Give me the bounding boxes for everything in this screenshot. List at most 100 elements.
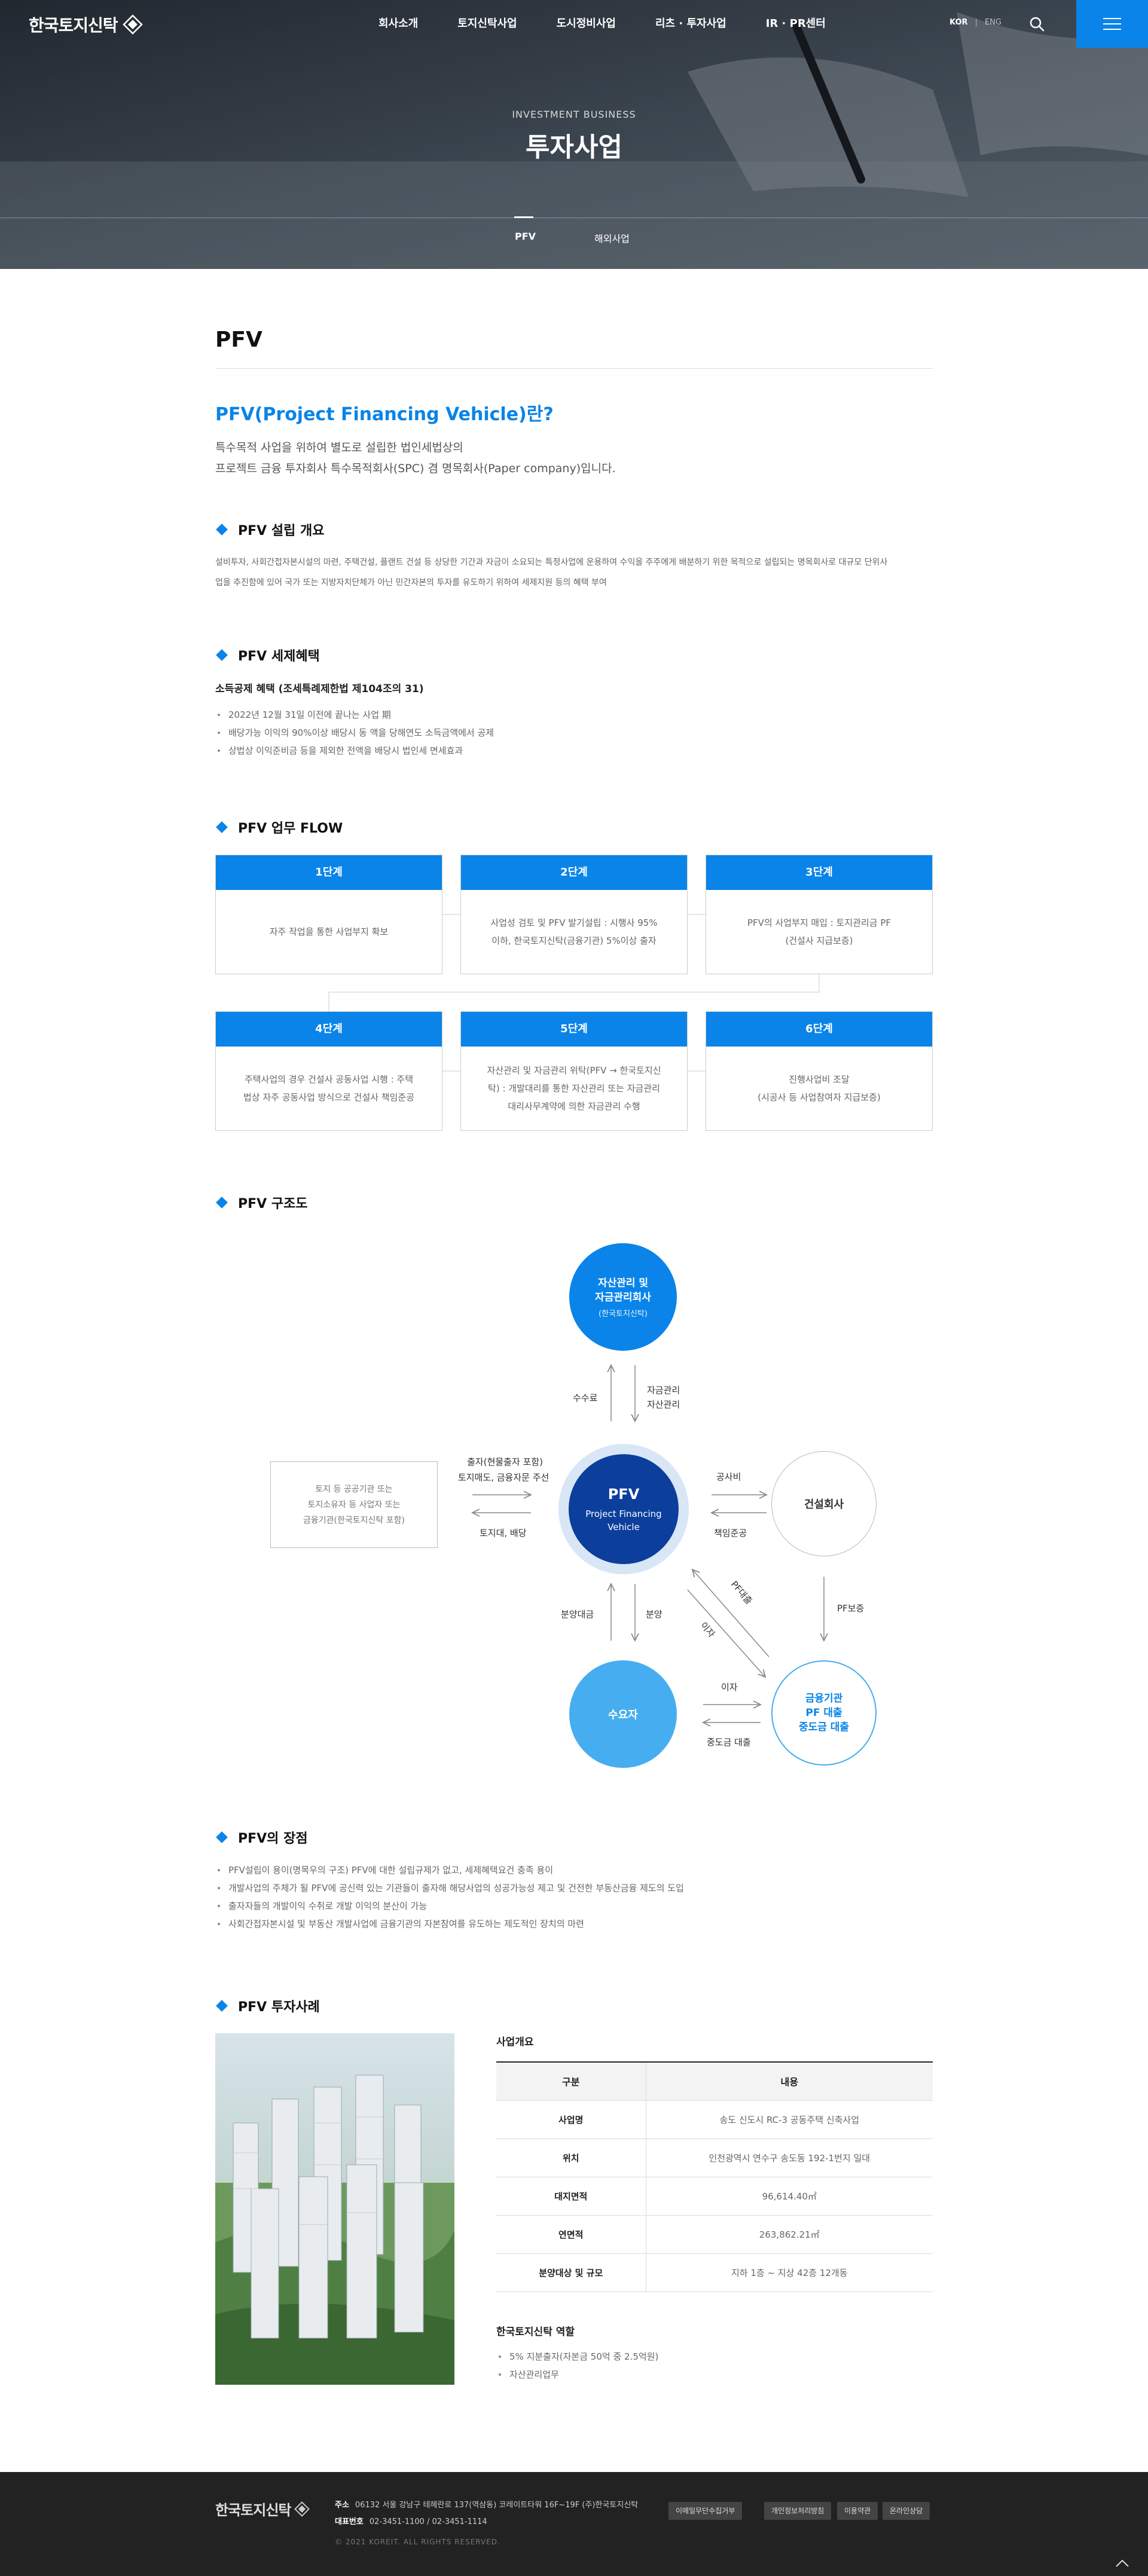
footer-link-online-consult[interactable]: 온라인상담 (883, 2502, 930, 2520)
merits-section: PFV의 장점 PFV설립이 용이(명목우의 구조) PFV에 대한 설립규제가… (215, 1828, 933, 1933)
flow-step-label: 1단계 (216, 855, 442, 890)
merits-list: PFV설립이 용이(명목우의 구조) PFV에 대한 설립규제가 없고, 세제혜… (215, 1861, 933, 1933)
label-pf-loan: PF대출 (728, 1578, 755, 1607)
menu-item-land-trust[interactable]: 토지신탁사업 (457, 17, 517, 30)
node-line: PF 대출 (805, 1707, 842, 1719)
table-header: 구분 (496, 2061, 646, 2101)
list-item: 5% 지분출자(자본금 50억 중 2.5억원) (496, 2348, 933, 2366)
flow-step-line: (시공사 등 사업참여자 지급보증) (758, 1092, 881, 1103)
logo-mark-icon (294, 2501, 310, 2517)
table-cell-key: 연면적 (496, 2215, 646, 2254)
flow-step-line: 대리사무계약에 의한 자금관리 수행 (508, 1101, 640, 1112)
tax-section: PFV 세제혜택 소득공제 혜택 (조세특례제한법 제104조의 31) 202… (215, 645, 933, 760)
node-line: 수요자 (608, 1709, 638, 1721)
footer-link-terms[interactable]: 이용약관 (837, 2502, 878, 2520)
search-icon[interactable] (1028, 16, 1045, 32)
language-switch: KOR | ENG (949, 18, 1002, 27)
box-line: 토지소유자 등 사업자 또는 (307, 1500, 401, 1510)
menu-item-ir-pr[interactable]: IR · PR센터 (765, 17, 826, 30)
lang-kor[interactable]: KOR (949, 18, 968, 27)
menu-item-reits-investment[interactable]: 리츠 · 투자사업 (655, 17, 726, 30)
table-cell-value: 96,614.40㎡ (646, 2177, 933, 2216)
footer-copyright: © 2021 KOREIT. ALL RIGHTS RESERVED. (335, 2538, 500, 2546)
lang-eng[interactable]: ENG (984, 18, 1002, 27)
flow-step-5: 5단계 자산관리 및 자금관리 위탁(PFV → 한국토지신 탁) : 개발대리… (460, 1011, 688, 1131)
footer-link-email-refusal[interactable]: 이메일무단수집거부 (668, 2502, 743, 2520)
flow-step-label: 6단계 (706, 1012, 932, 1047)
menu-item-urban-renewal[interactable]: 도시정비사업 (556, 17, 616, 30)
label-responsible-completion: 책임준공 (714, 1528, 747, 1538)
hamburger-line-icon (1103, 23, 1121, 25)
tab-overseas[interactable]: 해외사업 (594, 233, 630, 244)
node-line: 금융기관 (805, 1693, 843, 1705)
definition-desc: 특수목적 사업을 위하여 별도로 설립한 법인세법상의 프로젝트 금융 투자회사… (215, 438, 933, 479)
tax-subtitle: 소득공제 혜택 (조세특례제한법 제104조의 31) (215, 683, 424, 695)
label-line: 자금관리 (647, 1385, 680, 1396)
flow-step-line: (건설사 지급보증) (785, 935, 853, 946)
role-title: 한국토지신탁 역할 (496, 2326, 575, 2338)
footer-logo-text: 한국토지신탁 (215, 2502, 291, 2519)
diamond-bullet-icon (216, 1831, 228, 1843)
node-line: 중도금 대출 (798, 1721, 850, 1733)
node-line: Vehicle (607, 1522, 640, 1532)
label-line: 토지매도, 금융자문 주선 (458, 1472, 549, 1483)
case-table-title: 사업개요 (496, 2036, 534, 2048)
tax-heading-text: PFV 세제혜택 (238, 649, 320, 664)
overview-text: 설비투자, 사회간접자본시설의 마련, 주택건설, 플랜트 건설 등 상당한 기… (215, 552, 933, 593)
tax-heading: PFV 세제혜택 (215, 645, 933, 665)
table-row: 위치 인천광역시 연수구 송도동 192-1번지 일대 (496, 2138, 933, 2177)
label-sale-price: 분양대금 (561, 1609, 594, 1620)
flow-step-3: 3단계 PFV의 사업부지 매입 : 토지관리금 PF (건설사 지급보증) (706, 855, 933, 974)
label-interest: 이자 (721, 1682, 738, 1693)
label-sale: 분양 (646, 1609, 662, 1620)
structure-heading: PFV 구조도 (215, 1193, 933, 1212)
table-cell-value: 송도 신도시 RC-3 공동주택 신축사업 (646, 2100, 933, 2139)
site-logo[interactable]: 한국토지신탁 (29, 14, 143, 35)
label-fund-management: 자금관리 자산관리 (647, 1383, 680, 1412)
node-line: 자산관리 및 (597, 1277, 649, 1289)
flow-step-line: 이하, 한국토지신탁(금융기관) 5%이상 출자 (491, 935, 657, 946)
definition-line: 프로젝트 금융 투자회사 특수목적회사(SPC) 겸 명목회사(Paper co… (215, 462, 616, 475)
flow-step-body: 진행사업비 조달 (시공사 등 사업참여자 지급보증) (706, 1047, 932, 1130)
flow-step-body: 사업성 검토 및 PFV 발기설립 : 시행사 95% 이하, 한국토지신탁(금… (461, 890, 687, 974)
menu-item-company[interactable]: 회사소개 (378, 17, 419, 30)
list-item: 개발사업의 주체가 될 PFV에 공신력 있는 기관들이 출자해 해당사업의 성… (215, 1879, 933, 1897)
footer-link-privacy-policy[interactable]: 개인정보처리방침 (764, 2502, 832, 2520)
hamburger-line-icon (1103, 29, 1121, 30)
flow-step-label: 4단계 (216, 1012, 442, 1047)
flow-heading-wrap: PFV 업무 FLOW (215, 818, 933, 837)
hamburger-line-icon (1103, 18, 1121, 19)
land-owner-box: 토지 등 공공기관 또는 토지소유자 등 사업자 또는 금융기관(한국토지신탁 … (270, 1461, 438, 1548)
footer-phone-value: 02-3451-1100 / 02-3451-1114 (369, 2517, 487, 2526)
footer-logo[interactable]: 한국토지신탁 (215, 2498, 310, 2519)
flow-step-label: 5단계 (461, 1012, 687, 1047)
structure-heading-wrap: PFV 구조도 (215, 1193, 933, 1212)
case-table: 구분 내용 사업명 송도 신도시 RC-3 공동주택 신축사업 위치 인천광역시… (496, 2061, 933, 2292)
label-interest-diagonal: 이자 (698, 1620, 718, 1640)
case-heading: PFV 투자사례 (215, 1996, 933, 2015)
scroll-top-chevron-up-icon[interactable] (1113, 2556, 1131, 2570)
diamond-bullet-icon (216, 1197, 228, 1209)
label-line: 자산관리 (647, 1399, 680, 1410)
list-item: 2022년 12월 31일 이전에 끝나는 사업 期 (215, 706, 933, 724)
flow-step-line: 진행사업비 조달 (789, 1074, 850, 1085)
hamburger-menu-button[interactable] (1076, 0, 1148, 48)
diamond-bullet-icon (216, 649, 228, 661)
title-divider (215, 368, 933, 369)
footer-address-label: 주소 (335, 2501, 349, 2510)
node-line: 자금관리회사 (595, 1291, 651, 1304)
tax-list: 2022년 12월 31일 이전에 끝나는 사업 期 배당가능 이익의 90%이… (215, 706, 933, 760)
node-sub: (한국토지신탁) (599, 1309, 648, 1318)
flow-step-line: 법상 자주 공동사업 방식으로 건설사 책임준공 (243, 1092, 415, 1103)
merits-heading: PFV의 장점 (215, 1828, 933, 1847)
diamond-bullet-icon (216, 2000, 228, 2012)
tab-pfv[interactable]: PFV (515, 231, 536, 242)
flow-step-label: 3단계 (706, 855, 932, 890)
diamond-bullet-icon (216, 821, 228, 833)
label-pf-guarantee: PF보증 (837, 1603, 865, 1614)
case-project-image (215, 2033, 454, 2385)
table-header: 내용 (646, 2061, 933, 2101)
label-fee: 수수료 (573, 1393, 598, 1403)
